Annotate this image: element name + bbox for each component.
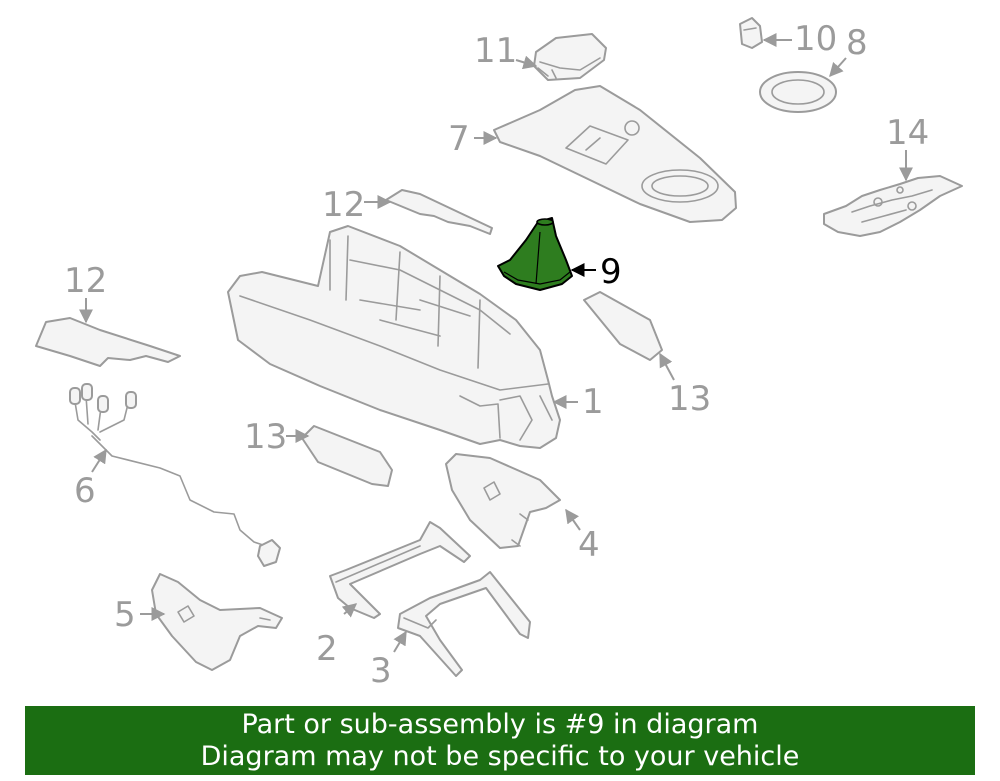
part-1-console-body [227, 225, 561, 449]
part-6-wiring-harness [69, 383, 281, 567]
part-5-side-trim [151, 573, 283, 671]
callout-13-left: 13 [244, 417, 287, 457]
callout-1: 1 [582, 382, 604, 422]
callout-2: 2 [316, 629, 338, 669]
part-9-shift-boot [497, 217, 573, 291]
part-8-ring [759, 71, 837, 113]
part-12-upper-trim [385, 189, 493, 235]
callout-8: 8 [846, 23, 868, 63]
callout-11: 11 [474, 31, 517, 71]
part-7-console-top [493, 85, 737, 223]
callout-9: 9 [600, 252, 622, 292]
part-3-bracket [397, 571, 531, 677]
part-12-left-trim [35, 317, 181, 367]
callout-14: 14 [886, 113, 929, 153]
callout-7: 7 [448, 119, 470, 159]
callout-10: 10 [794, 19, 837, 59]
part-13-right-pad [583, 291, 663, 361]
banner-line-2: Diagram may not be specific to your vehi… [200, 741, 800, 772]
callout-13-right: 13 [668, 379, 711, 419]
part-13-left-pad [301, 425, 393, 487]
info-banner: Part or sub-assembly is #9 in diagram Di… [25, 706, 975, 775]
callout-5: 5 [114, 595, 136, 635]
part-2-bracket [329, 521, 471, 619]
callout-4: 4 [578, 525, 600, 565]
part-14-bracket [823, 175, 963, 237]
parts-diagram: 1 2 3 4 5 6 7 8 9 10 11 12 12 13 13 14 [35, 17, 963, 691]
callout-6: 6 [74, 471, 96, 511]
part-10-clip [739, 17, 763, 49]
callout-12-upper: 12 [322, 185, 365, 225]
callout-12-left: 12 [64, 261, 107, 301]
part-4-side-trim [445, 453, 561, 549]
part-11-lid [533, 33, 607, 81]
banner-line-1: Part or sub-assembly is #9 in diagram [241, 709, 759, 740]
callout-3: 3 [370, 651, 392, 691]
